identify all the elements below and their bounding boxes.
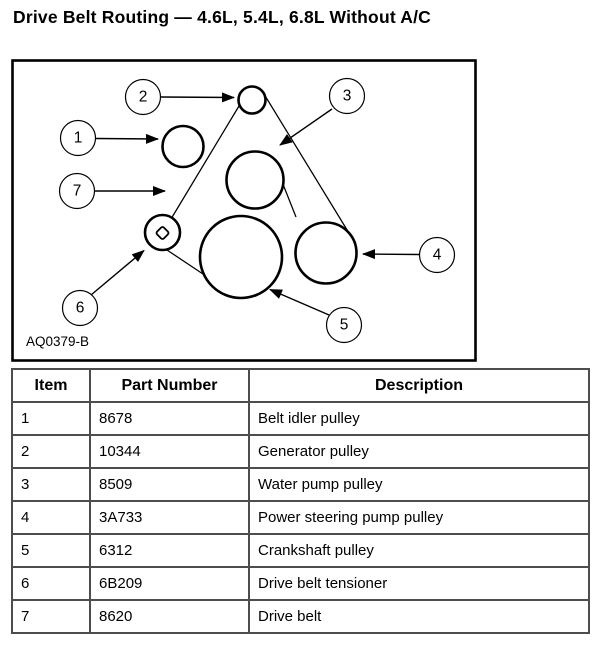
callout-7: 7 bbox=[58, 172, 96, 210]
table-row: 1 8678 Belt idler pulley bbox=[11, 401, 590, 436]
table-row: 6 6B209 Drive belt tensioner bbox=[11, 566, 590, 601]
parts-table: Item Part Number Description 1 8678 Belt… bbox=[11, 368, 590, 634]
table-row: 4 3A733 Power steering pump pulley bbox=[11, 500, 590, 535]
description-cell: Drive belt tensioner bbox=[248, 566, 590, 601]
callout-6-arrow bbox=[90, 249, 145, 296]
callout-3-label: 3 bbox=[343, 88, 352, 105]
description-cell: Drive belt bbox=[248, 599, 590, 634]
description-cell: Belt idler pulley bbox=[248, 401, 590, 436]
description-cell: Generator pulley bbox=[248, 434, 590, 469]
callout-6-label: 6 bbox=[76, 300, 85, 317]
belt-idler-pulley bbox=[161, 124, 205, 169]
drive-belt bbox=[163, 96, 353, 275]
callout-1-arrow bbox=[95, 133, 159, 144]
callout-4: 4 bbox=[418, 236, 456, 274]
callout-4-label: 4 bbox=[433, 247, 442, 264]
callout-5: 5 bbox=[325, 306, 363, 344]
power-steering-pump-pulley bbox=[294, 221, 358, 285]
page-title: Drive Belt Routing — 4.6L, 5.4L, 6.8L Wi… bbox=[13, 7, 432, 27]
water-pump-pulley bbox=[225, 150, 285, 210]
diagram-frame bbox=[11, 59, 477, 362]
item-cell: 5 bbox=[11, 533, 91, 568]
description-cell: Water pump pulley bbox=[248, 467, 590, 502]
callout-4-arrow bbox=[362, 249, 420, 260]
item-cell: 4 bbox=[11, 500, 91, 535]
drive-belt-segment bbox=[264, 96, 353, 239]
callout-6: 6 bbox=[61, 289, 99, 327]
header-item: Item bbox=[11, 368, 91, 403]
callout-5-label: 5 bbox=[340, 317, 349, 334]
header-description: Description bbox=[248, 368, 590, 403]
table-row: 5 6312 Crankshaft pulley bbox=[11, 533, 590, 568]
callout-7-label: 7 bbox=[73, 183, 82, 200]
part-number-cell: 8509 bbox=[89, 467, 250, 502]
item-cell: 1 bbox=[11, 401, 91, 436]
generator-pulley bbox=[237, 85, 267, 115]
part-number-cell: 8678 bbox=[89, 401, 250, 436]
drive-belt-segment bbox=[282, 185, 297, 218]
part-number-cell: 8620 bbox=[89, 599, 250, 634]
description-cell: Power steering pump pulley bbox=[248, 500, 590, 535]
figure-code: AQ0379-B bbox=[26, 334, 89, 349]
header-part-number: Part Number bbox=[89, 368, 250, 403]
item-cell: 3 bbox=[11, 467, 91, 502]
part-number-cell: 6312 bbox=[89, 533, 250, 568]
callout-3: 3 bbox=[328, 77, 366, 115]
crankshaft-pulley bbox=[198, 214, 284, 300]
part-number-cell: 6B209 bbox=[89, 566, 250, 601]
callout-2-label: 2 bbox=[139, 89, 148, 106]
callout-3-arrow bbox=[279, 108, 333, 146]
table-header-row: Item Part Number Description bbox=[11, 368, 590, 403]
drive-belt-segment bbox=[163, 247, 204, 275]
table-row: 7 8620 Drive belt bbox=[11, 599, 590, 634]
tensioner-bolt-head bbox=[155, 226, 170, 240]
callout-2: 2 bbox=[124, 78, 162, 116]
callouts: 1 2 3 4 5 6 7 bbox=[58, 77, 456, 344]
item-cell: 7 bbox=[11, 599, 91, 634]
table-row: 3 8509 Water pump pulley bbox=[11, 467, 590, 502]
callout-1-label: 1 bbox=[74, 130, 83, 147]
item-cell: 2 bbox=[11, 434, 91, 469]
item-cell: 6 bbox=[11, 566, 91, 601]
drive-belt-segment bbox=[170, 105, 240, 220]
table-row: 2 10344 Generator pulley bbox=[11, 434, 590, 469]
callout-5-arrow bbox=[269, 288, 330, 316]
part-number-cell: 3A733 bbox=[89, 500, 250, 535]
part-number-cell: 10344 bbox=[89, 434, 250, 469]
callout-1: 1 bbox=[59, 119, 97, 157]
description-cell: Crankshaft pulley bbox=[248, 533, 590, 568]
callout-2-arrow bbox=[160, 92, 235, 103]
